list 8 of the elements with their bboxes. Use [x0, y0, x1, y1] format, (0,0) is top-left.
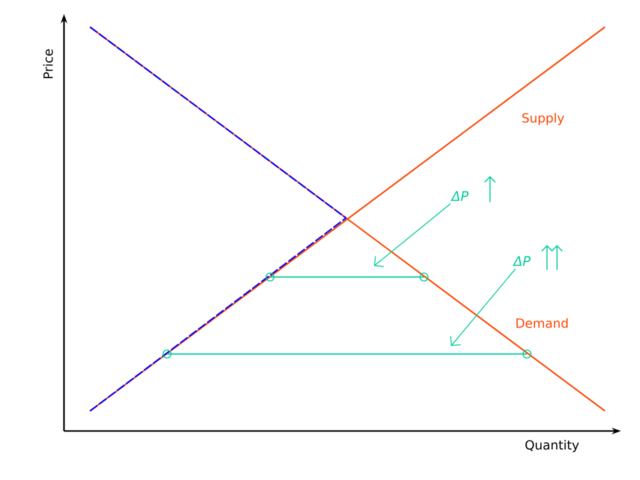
leader-arrow [374, 203, 451, 267]
curve-label: Supply [522, 112, 564, 126]
leader-arrow [450, 268, 516, 346]
axis-label: Price [43, 49, 53, 78]
delta-label: ΔP [512, 256, 531, 266]
axis-label: Quantity [525, 440, 579, 452]
curve-label: Demand [516, 318, 568, 328]
delta-label: ΔP [450, 191, 469, 201]
